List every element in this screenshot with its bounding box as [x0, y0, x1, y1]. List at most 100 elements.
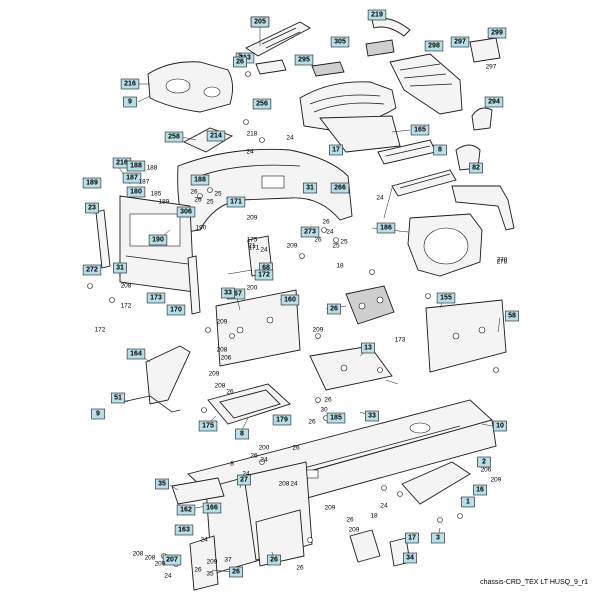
part-number-208: 208: [215, 383, 226, 390]
callout-label: 26: [330, 306, 338, 313]
callout-label: 272: [86, 267, 98, 274]
callout-label: 3: [436, 535, 440, 542]
part-number-189: 189: [159, 199, 170, 206]
callout-box: [405, 532, 419, 544]
callout-box: [91, 408, 105, 420]
callout-box: [202, 502, 222, 514]
callout-17: 17: [329, 144, 343, 156]
part-number-209: 209: [209, 371, 220, 378]
callout-label: 160: [284, 297, 296, 304]
callout-label: 51: [114, 395, 122, 402]
callout-188: 188: [126, 160, 146, 172]
callout-box: [235, 428, 249, 440]
part-number-208: 208: [217, 347, 228, 354]
callout-189: 189: [82, 177, 102, 189]
part-number-24: 24: [242, 471, 250, 478]
callout-label: 17: [408, 535, 416, 542]
part-number-208: 208: [145, 555, 156, 562]
part-number-187: 187: [139, 179, 150, 186]
callout-box: [82, 264, 102, 276]
callout-label: 185: [330, 415, 342, 422]
callout-306: 306: [176, 206, 196, 218]
part-number-209: 209: [207, 559, 218, 566]
part-number-25: 25: [206, 199, 214, 206]
callout-box: [330, 182, 350, 194]
part-number-25: 25: [214, 191, 222, 198]
callout-31: 31: [113, 262, 127, 274]
callout-box: [174, 524, 194, 536]
callout-82: 82: [469, 162, 483, 174]
seat-pan-58: [407, 213, 483, 277]
part-number-24: 24: [376, 195, 384, 202]
part-number-206: 206: [481, 467, 492, 474]
callout-label: 155: [440, 295, 452, 302]
callout-170: 170: [166, 304, 186, 316]
callout-164: 164: [126, 348, 146, 360]
callout-label: 1: [466, 499, 470, 506]
callout-299: 299: [487, 27, 507, 39]
part-number-24: 24: [260, 247, 268, 254]
callout-266: 266: [330, 182, 350, 194]
callout-label: 16: [476, 487, 484, 494]
callout-label: 188: [194, 177, 206, 184]
right-frame-panel-13: [425, 299, 507, 373]
callout-190: 190: [148, 234, 168, 246]
callout-box: [166, 304, 186, 316]
callout-185: 185: [326, 412, 346, 424]
callout-label: 33: [224, 290, 232, 297]
callout-label: 31: [116, 265, 124, 272]
callout-8: 8: [235, 428, 249, 440]
callout-9: 9: [123, 96, 137, 108]
callout-label: 216: [116, 160, 128, 167]
callout-label: 164: [130, 351, 142, 358]
mud-flap-175: [145, 345, 191, 405]
callout-label: 180: [130, 189, 142, 196]
callout-label: 26: [236, 59, 244, 66]
callout-205: 205: [250, 16, 270, 28]
callout-box: [505, 310, 519, 322]
part-number-209: 209: [349, 527, 360, 534]
callout-box: [206, 130, 226, 142]
callout-186: 186: [376, 222, 396, 234]
callout-label: 82: [472, 165, 480, 172]
callout-172: 172: [254, 269, 274, 281]
callout-13: 13: [361, 342, 375, 354]
boxed-callouts: 2732193052992132952629829721692562942581…: [82, 9, 519, 578]
part-number-172: 172: [121, 303, 132, 310]
callout-34: 34: [403, 552, 417, 564]
footrest-34: [401, 461, 471, 505]
callout-label: 23: [88, 205, 96, 212]
diagram-id: chassis-CRD_TEX LT HUSQ_9_r1: [480, 579, 588, 586]
callout-label: 173: [150, 295, 162, 302]
callout-26: 26: [233, 56, 247, 68]
insert-295: [311, 61, 345, 77]
callout-box: [237, 474, 251, 486]
callout-box: [367, 9, 387, 21]
part-number-208: 208: [133, 551, 144, 558]
callout-box: [252, 98, 272, 110]
part-number-26: 26: [194, 197, 202, 204]
callout-box: [300, 226, 320, 238]
callout-label: 170: [170, 307, 182, 314]
rear-fender: [177, 148, 353, 233]
callout-box: [164, 131, 184, 143]
callout-31: 31: [303, 182, 317, 194]
headlight-cover-258: [471, 107, 493, 131]
part-number-188: 188: [147, 165, 158, 172]
callout-8: 8: [433, 144, 447, 156]
callout-box: [126, 348, 146, 360]
callout-305: 305: [330, 36, 350, 48]
callout-9: 9: [91, 408, 105, 420]
callout-box: [226, 196, 246, 208]
part-number-8: 8: [230, 461, 234, 468]
callout-163: 163: [174, 524, 194, 536]
callout-label: 68: [262, 265, 270, 272]
callout-label: 295: [298, 57, 310, 64]
callout-207: 207: [162, 554, 182, 566]
callout-box: [123, 96, 137, 108]
part-number-21: 21: [248, 243, 256, 250]
callout-27: 27: [237, 474, 251, 486]
part-number-25: 25: [332, 243, 340, 250]
part-number-26: 26: [346, 517, 354, 524]
